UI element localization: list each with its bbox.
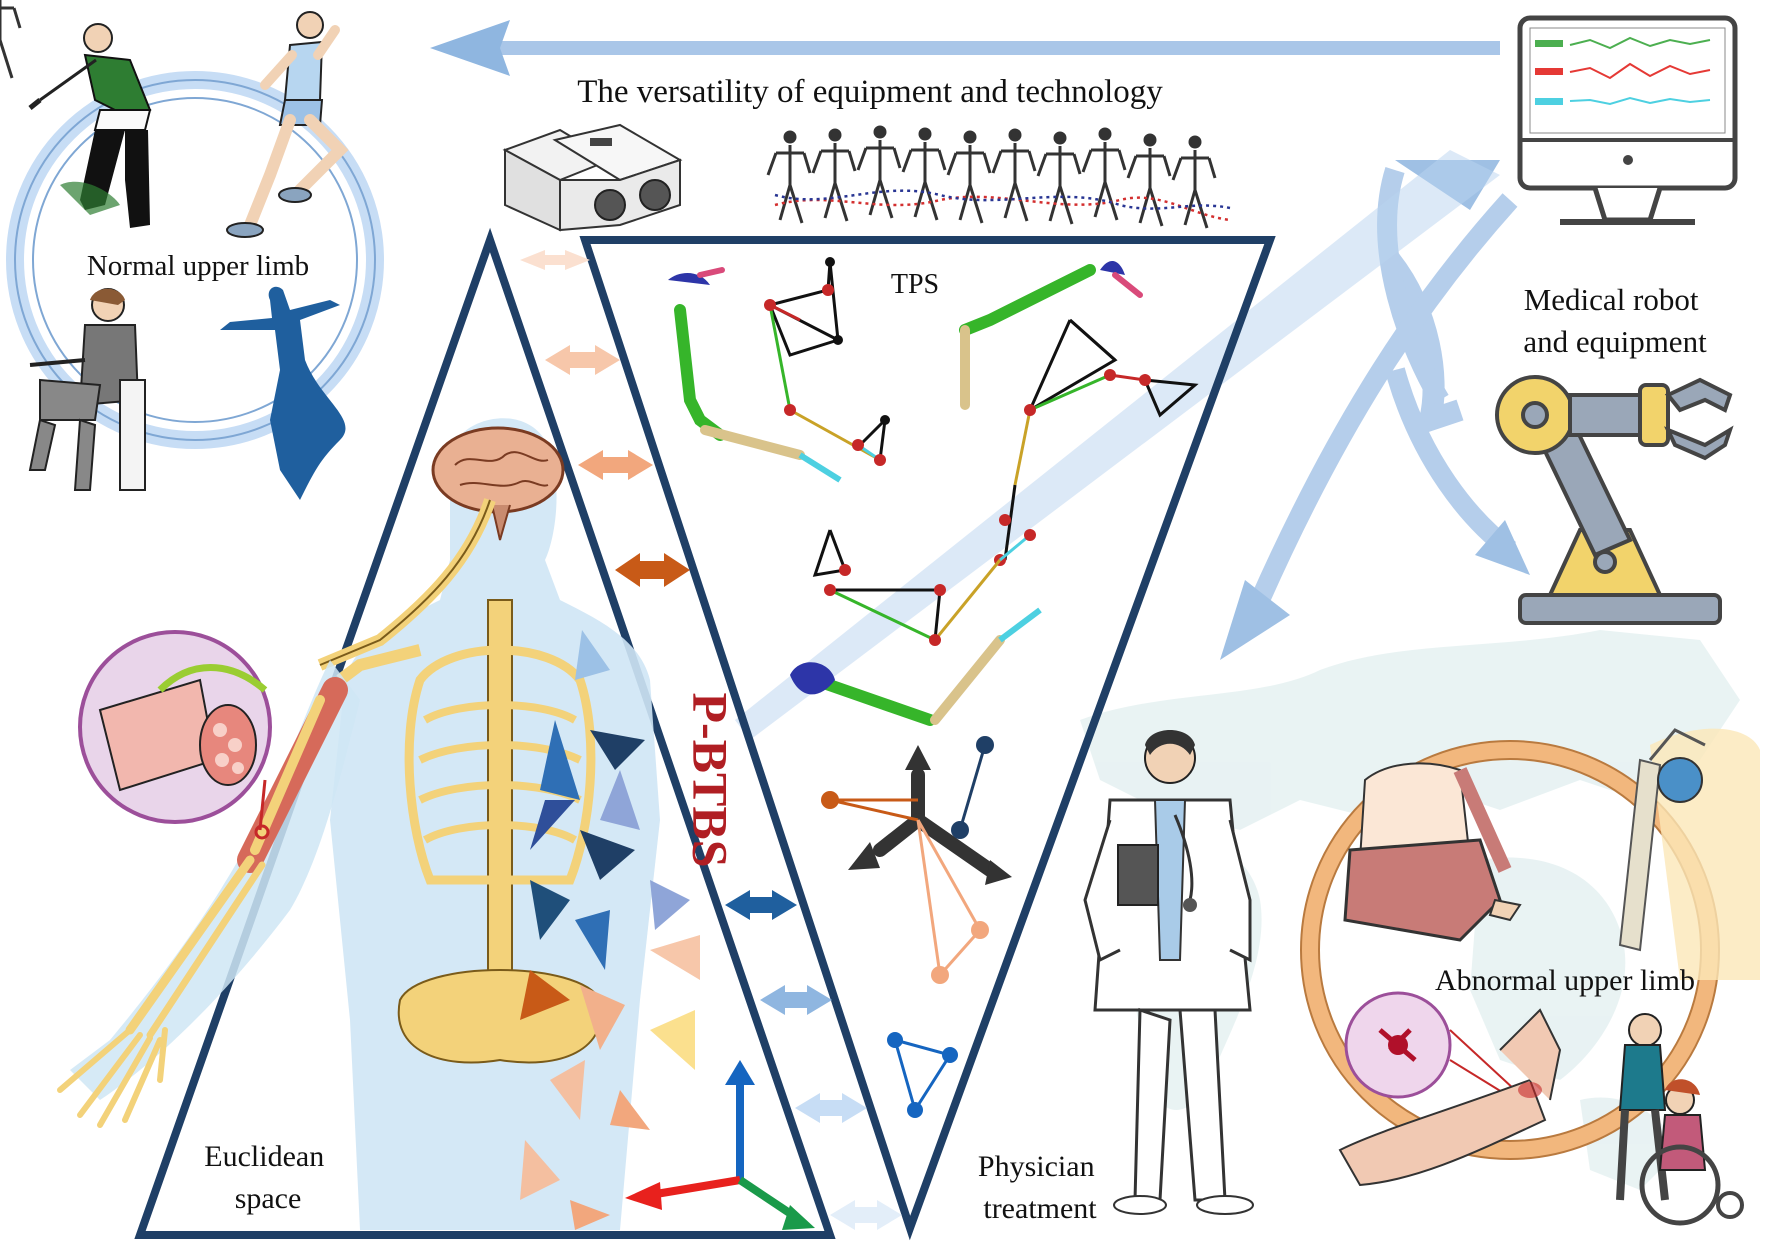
brain-icon (431, 426, 565, 541)
graph-node-icon (668, 257, 1199, 1118)
abnormal-upper-limb-label: Abnormal upper limb (1435, 964, 1695, 997)
double-arrows (520, 250, 902, 1230)
monitor-icon (1517, 15, 1738, 225)
doctor-figure (1083, 730, 1254, 1215)
arm-skeleton-icon (57, 660, 360, 1128)
tps-triangle (579, 236, 1276, 1241)
normal-upper-limb-ring (6, 71, 384, 449)
triangle-fragments (520, 630, 700, 1230)
pbtbs-label: P-BTBS (683, 692, 739, 867)
tps-label: TPS (891, 269, 939, 300)
dancer-silhouette (220, 286, 346, 500)
golfer-figure (28, 23, 152, 228)
normal-upper-limb-label: Normal upper limb (87, 250, 309, 282)
feedback-arrow (430, 20, 1500, 76)
shoulder-implant-icon (1618, 728, 1760, 980)
skeleton-sequence (0, 0, 1231, 230)
depth-camera-icon (502, 123, 683, 232)
arm-sling-figure (1343, 762, 1522, 942)
euclidean-space-label: Euclidean space (204, 1140, 331, 1215)
elbow-injury-icon (1338, 991, 1562, 1187)
projection-band (735, 150, 1500, 740)
euclidean-triangle (134, 227, 836, 1239)
muscle-fiber-magnifier (78, 630, 272, 840)
seated-woman-figure (28, 288, 146, 491)
runner-figure (226, 11, 349, 238)
physician-treatment-label: Physician treatment (978, 1150, 1102, 1225)
robot-arm-icon (1495, 375, 1734, 625)
medical-robot-label: Medical robot and equipment (1523, 282, 1707, 359)
versatility-label: The versatility of equipment and technol… (577, 74, 1163, 110)
graph-star (873, 768, 997, 877)
wheelchair-figure (1616, 1013, 1744, 1226)
axis-triad-icon (625, 1060, 815, 1230)
